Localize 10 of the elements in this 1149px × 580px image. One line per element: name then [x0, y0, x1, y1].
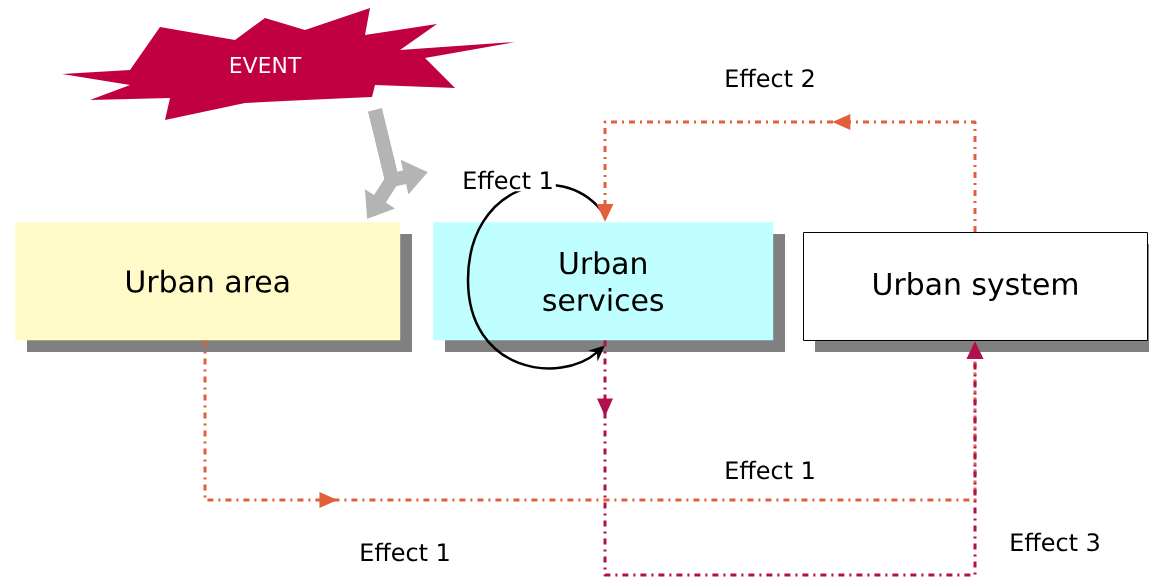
effect-label: Effect 1	[361, 542, 449, 562]
process-box: Urban area	[15, 222, 412, 352]
node-label: Urban system	[874, 272, 1077, 301]
edge-label: Effect 2	[722, 66, 818, 90]
process-box: Urban services	[433, 222, 785, 352]
edge-label: Effect 3	[1007, 530, 1103, 554]
starburst: EVENT	[62, 8, 515, 120]
process-box: Urban system	[803, 232, 1149, 352]
edge-label: Effect 1	[460, 168, 556, 192]
edge-label: Effect 1	[722, 458, 818, 482]
